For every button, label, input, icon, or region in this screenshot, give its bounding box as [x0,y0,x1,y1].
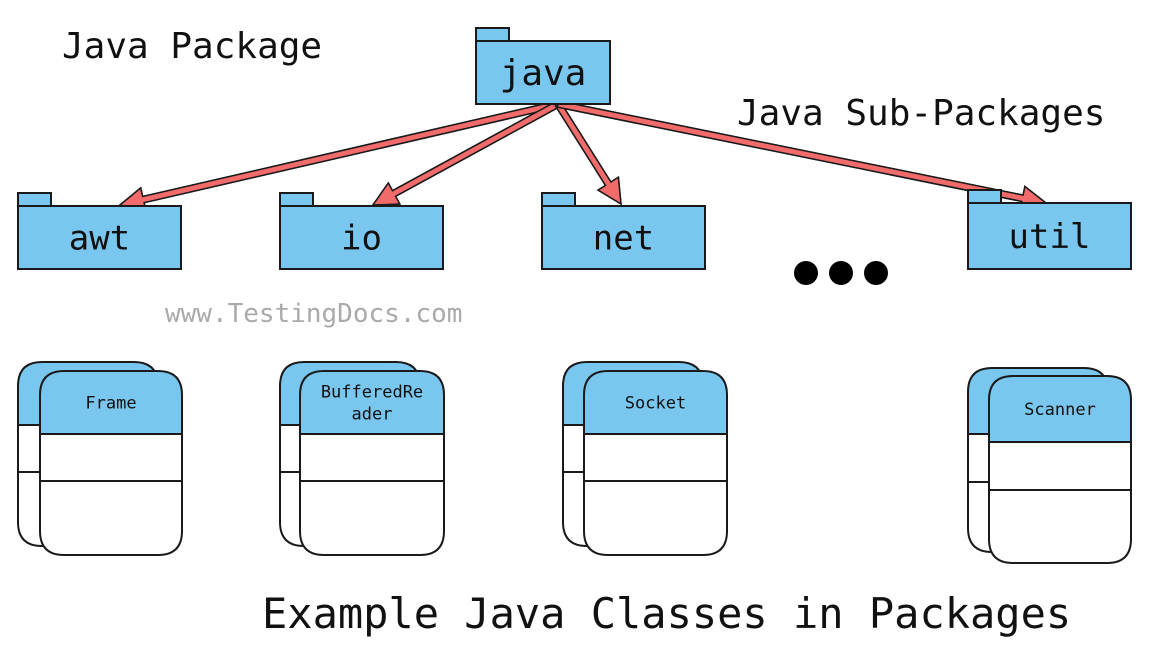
class-outline [988,375,1132,564]
dot [829,261,853,285]
package-tab [17,192,52,207]
class-outline [583,370,728,556]
package-tab [279,192,314,207]
class-outline [299,370,445,556]
class-header [584,371,727,434]
package-net: net [541,192,706,270]
subpackages-label: Java Sub-Packages [737,93,1105,134]
class-name: Frame [85,393,136,413]
class-header [40,371,182,434]
dot [864,261,888,285]
class-stack-util: Scanner [967,367,1132,564]
package-awt: awt [17,192,182,270]
class-outline [39,370,183,556]
package-io: io [279,192,444,270]
class-card-front: Socket [583,370,728,556]
ellipsis-icon [794,261,888,285]
package-label: io [341,218,382,258]
package-label: awt [69,218,130,258]
class-name: BufferedRe [321,382,423,402]
package-label: net [593,218,654,258]
arrow [371,100,561,206]
class-name: Socket [625,393,686,413]
class-card-front: Frame [39,370,183,556]
sub-packages: awt io net util [17,189,1132,270]
arrow [554,101,622,206]
package-body [279,205,444,270]
diagram-title: Java Package [62,26,322,67]
package-body [475,40,611,105]
footer-caption: Example Java Classes in Packages [262,589,1071,638]
watermark: www.TestingDocs.com [165,299,462,329]
class-card-front: Scanner [988,375,1132,564]
dot [794,261,818,285]
package-tab [541,192,576,207]
class-header [989,376,1131,442]
package-java: java [475,27,611,105]
package-label: java [500,53,587,94]
package-label: util [1009,217,1091,257]
package-body [17,205,182,270]
class-name: ader [352,404,393,424]
package-body [541,205,706,270]
class-name: Scanner [1024,400,1096,420]
package-java: java [475,27,611,105]
class-stack-awt: Frame [17,361,183,556]
package-body [967,202,1132,270]
package-tab [475,27,510,42]
arrow [118,99,560,213]
package-tab [967,189,1002,204]
class-stack-net: Socket [562,361,728,556]
package-util: util [967,189,1132,270]
class-header [300,371,444,434]
